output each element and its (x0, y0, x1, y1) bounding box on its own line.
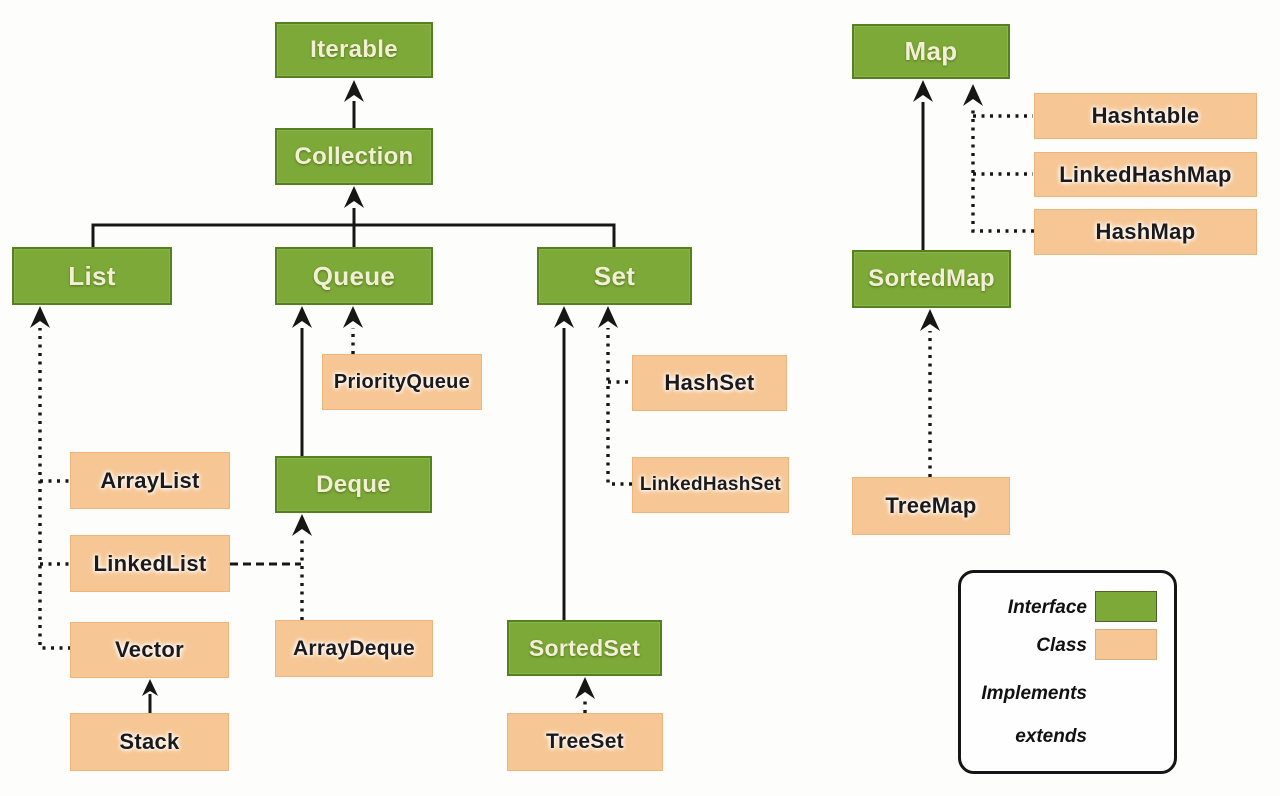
node-linkedhashmap: LinkedHashMap (1034, 152, 1257, 197)
node-arraydeque: ArrayDeque (275, 620, 433, 677)
arrowhead-list-implementors (30, 306, 50, 328)
arrowhead-sortedset-set (554, 306, 574, 328)
node-linkedhashset: LinkedHashSet (632, 457, 789, 513)
legend: Interface Class Implements extends (958, 570, 1177, 774)
node-hashtable: Hashtable (1034, 93, 1257, 139)
node-treemap: TreeMap (852, 477, 1010, 535)
arrowhead-priorityqueue-queue (343, 306, 363, 328)
arrowhead-deque-queue (292, 306, 312, 328)
arrowhead-arraydeque-deque (292, 514, 312, 536)
node-arraylist: ArrayList (70, 452, 230, 509)
legend-interface-swatch (1095, 591, 1157, 622)
arrowhead-set-implementors (598, 306, 618, 328)
edge-branch-list-queue-set (91, 223, 616, 247)
arrowhead-treeset-sortedset (575, 677, 595, 699)
arrowhead-map-implementors (963, 84, 983, 106)
arrowhead-sortedmap-map (913, 80, 933, 102)
legend-class-label: Class (1036, 635, 1087, 656)
node-treeset: TreeSet (507, 713, 663, 771)
arrowhead-collection-iterable (344, 80, 364, 102)
node-sortedmap: SortedMap (852, 250, 1011, 308)
node-set: Set (537, 247, 692, 305)
node-iterable: Iterable (275, 22, 433, 78)
legend-interface-label: Interface (1007, 597, 1087, 618)
node-priorityqueue: PriorityQueue (322, 354, 482, 410)
legend-class-swatch (1095, 629, 1157, 660)
arrowhead-branch-collection (344, 186, 364, 208)
arrowhead-stack-vector (142, 679, 158, 696)
edge-set-implementors-spine (606, 328, 632, 486)
arrowhead-treemap-sortedmap (920, 309, 940, 331)
node-hashset: HashSet (632, 355, 787, 411)
node-linkedlist: LinkedList (70, 535, 230, 592)
node-deque: Deque (275, 456, 432, 513)
node-sortedset: SortedSet (507, 620, 662, 676)
legend-implements-label: Implements (981, 683, 1087, 704)
node-list: List (12, 247, 172, 305)
node-vector: Vector (70, 622, 229, 678)
edge-list-implementors-spine (38, 328, 71, 650)
legend-extends-label: extends (1015, 726, 1087, 747)
node-queue: Queue (275, 247, 433, 305)
node-stack: Stack (70, 713, 229, 771)
node-hashmap: HashMap (1034, 209, 1257, 255)
edge-map-implementors-spine (971, 106, 1034, 233)
node-map: Map (852, 24, 1010, 79)
node-collection: Collection (275, 128, 433, 185)
